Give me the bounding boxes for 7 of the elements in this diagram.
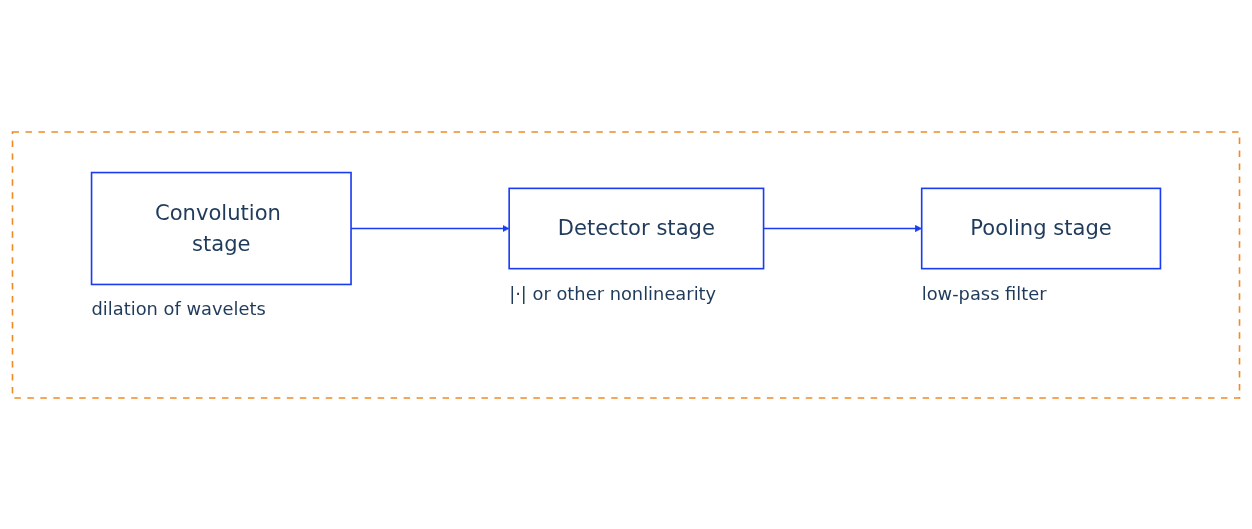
node-caption: |·| or other nonlinearity xyxy=(509,282,717,305)
node-caption: low-pass filter xyxy=(921,282,1047,305)
dashed-frame xyxy=(11,130,1241,399)
node-caption: dilation of wavelets xyxy=(91,298,266,320)
process-box: Convolution stage xyxy=(90,171,352,285)
process-box: Detector stage xyxy=(508,187,765,269)
process-box: Pooling stage xyxy=(920,187,1162,269)
